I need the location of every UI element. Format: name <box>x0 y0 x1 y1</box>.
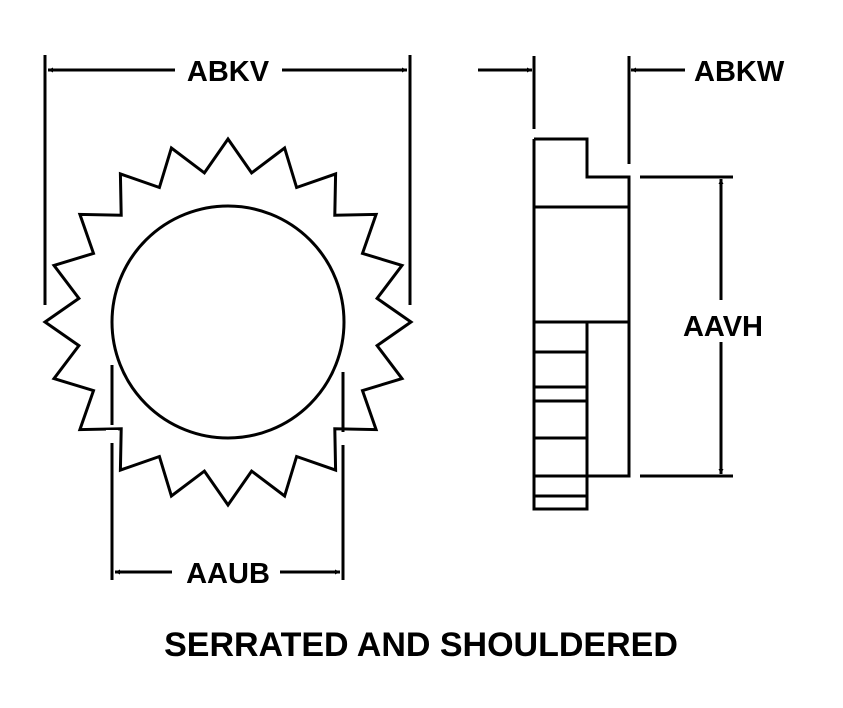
aaub-label: AAUB <box>186 558 270 590</box>
diagram-title: SERRATED AND SHOULDERED <box>164 626 678 664</box>
abkw-label: ABKW <box>694 56 785 88</box>
gap-mask <box>106 430 118 442</box>
aavh-label: AAVH <box>683 311 763 343</box>
front-view: ABKV AAUB <box>42 55 414 590</box>
side-view: ABKW AAVH <box>478 56 785 511</box>
abkv-label: ABKV <box>187 56 270 88</box>
gap-mask <box>337 432 349 444</box>
side-profile-outline <box>532 137 631 511</box>
serrated-outline <box>42 136 414 508</box>
inner-bore-circle <box>110 204 346 440</box>
